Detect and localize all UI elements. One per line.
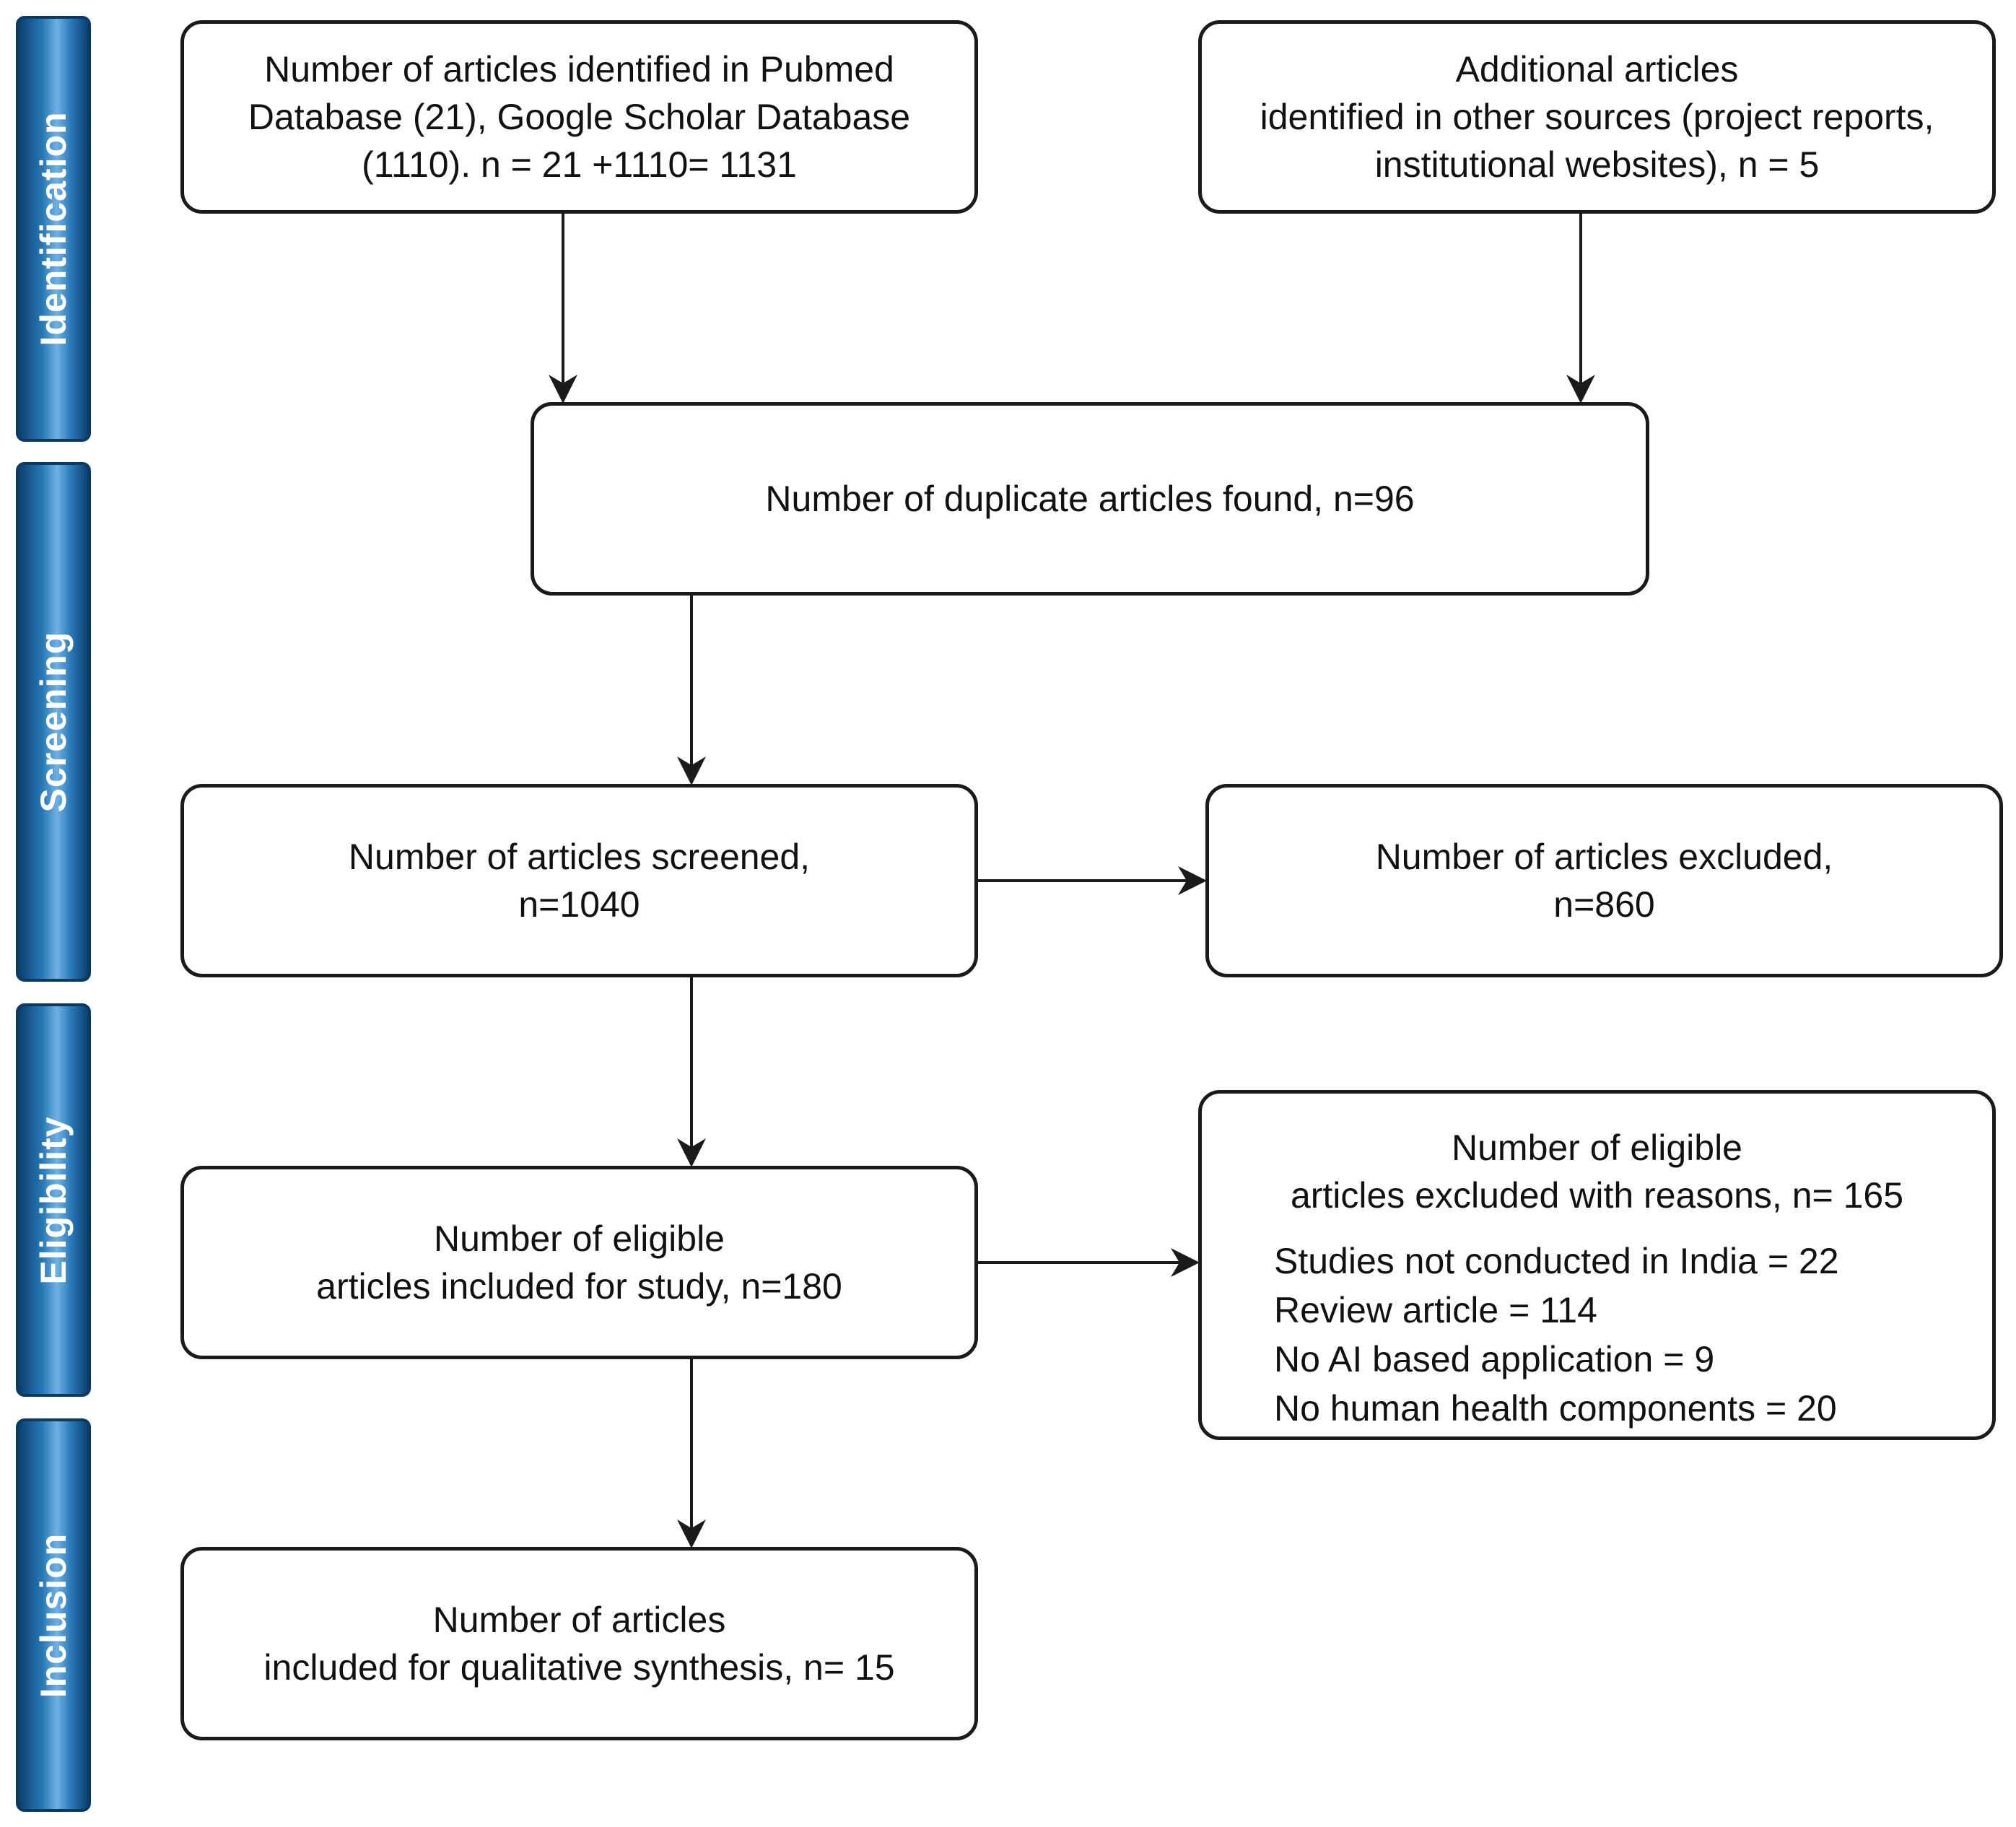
exclusion-reason: No human health components = 20 <box>1274 1388 1837 1429</box>
box-line: (1110). n = 21 +1110= 1131 <box>362 144 797 185</box>
box-line: Number of articles <box>432 1600 726 1640</box>
stage-eligibility: Eligibility <box>16 1003 91 1397</box>
box-line: institutional websites), n = 5 <box>1374 144 1820 185</box>
box-line: Number of duplicate articles found, n=96 <box>765 479 1415 519</box>
exclusion-reason: No AI based application = 9 <box>1274 1339 1715 1379</box>
box-line: Additional articles <box>1455 49 1739 90</box>
box-line: articles excluded with reasons, n= 165 <box>1290 1175 1904 1216</box>
exclusion-reason: Studies not conducted in India = 22 <box>1274 1241 1839 1281</box>
other-sources-box: Additional articles identified in other … <box>1198 20 1996 214</box>
eligible-included-box: Number of eligible articles included for… <box>180 1166 978 1359</box>
box-line: Number of articles identified in Pubmed <box>264 49 894 90</box>
database-search-box: Number of articles identified in Pubmed … <box>180 20 978 214</box>
exclusion-reason: Review article = 114 <box>1274 1290 1597 1330</box>
box-line: articles included for study, n=180 <box>316 1266 842 1307</box>
stage-inclusion: Inclusion <box>16 1418 91 1812</box>
box-line: Database (21), Google Scholar Database <box>248 97 911 137</box>
stage-identification: Identification <box>16 16 91 442</box>
exclusion-reasons-list: Studies not conducted in India = 22 Revi… <box>1223 1237 1971 1433</box>
stage-screening: Screening <box>16 462 91 982</box>
box-line: Number of articles excluded, <box>1375 837 1833 877</box>
box-line: n=860 <box>1553 884 1655 925</box>
box-line: n=1040 <box>518 884 640 925</box>
qualitative-synthesis-box: Number of articles included for qualitat… <box>180 1547 978 1740</box>
box-line: Number of eligible <box>1452 1128 1742 1168</box>
eligible-excluded-box: Number of eligible articles excluded wit… <box>1198 1090 1996 1440</box>
box-line: Number of eligible <box>434 1218 725 1259</box>
excluded-box: Number of articles excluded, n=860 <box>1205 784 2003 977</box>
screened-box: Number of articles screened, n=1040 <box>180 784 978 977</box>
box-line: identified in other sources (project rep… <box>1260 97 1934 137</box>
box-line: Number of articles screened, <box>348 837 811 877</box>
duplicates-box: Number of duplicate articles found, n=96 <box>531 402 1649 596</box>
box-line: included for qualitative synthesis, n= 1… <box>263 1647 895 1688</box>
